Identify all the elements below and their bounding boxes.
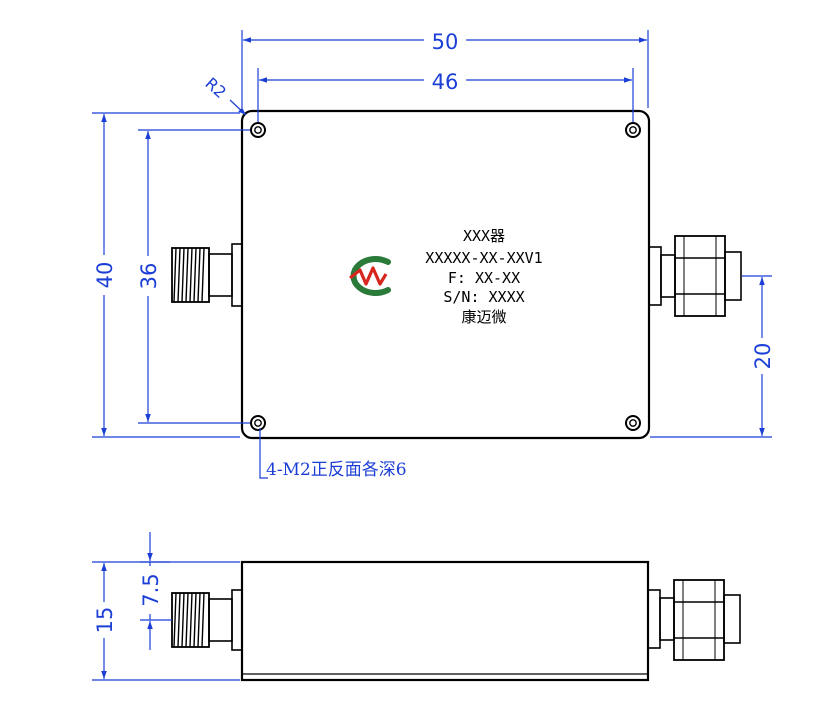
thread-line <box>197 592 201 648</box>
corner-radius-leader <box>229 99 247 116</box>
dim-20: 20 <box>751 343 775 370</box>
product-label: XXX器 XXXXX-XX-XXV1 F: XX-XX S/N: XXXX 康迈… <box>425 227 542 326</box>
label-line-4: S/N: XXXX <box>443 288 524 306</box>
thread-line <box>181 592 185 648</box>
dim-46: 46 <box>432 70 459 94</box>
right-connector-side <box>647 579 741 661</box>
right-connector-male <box>648 235 742 317</box>
side-view: 15 7.5 <box>92 532 741 682</box>
hole-note: 4-M2正反面各深6 <box>266 460 407 480</box>
thread-line <box>201 247 205 303</box>
mounting-hole <box>625 122 641 138</box>
left-connector-female <box>171 243 243 307</box>
hole-note-leader <box>259 428 268 479</box>
housing-side-outline <box>240 560 650 682</box>
label-line-3: F: XX-XX <box>448 269 520 287</box>
mounting-hole <box>254 419 262 427</box>
mounting-hole <box>250 415 266 431</box>
label-line-2: XXXXX-XX-XXV1 <box>425 249 542 267</box>
label-line-5: 康迈微 <box>461 308 506 326</box>
dim-50: 50 <box>432 30 459 54</box>
dim-7-5: 7.5 <box>139 573 163 606</box>
thread-line <box>173 247 177 303</box>
thread-line <box>189 247 193 303</box>
thread-line <box>181 247 185 303</box>
thread-line <box>177 247 181 303</box>
top-view: XXX器 XXXXX-XX-XXV1 F: XX-XX S/N: XXXX 康迈… <box>92 30 775 480</box>
mounting-hole <box>629 419 637 427</box>
thread-line <box>173 592 177 648</box>
left-connector-side <box>171 589 243 651</box>
mounting-hole <box>250 122 266 138</box>
dim-36: 36 <box>137 263 161 290</box>
housing-outline <box>240 109 651 440</box>
thread-line <box>193 247 197 303</box>
mounting-hole <box>629 126 637 134</box>
mounting-hole <box>625 415 641 431</box>
mounting-holes <box>250 122 641 431</box>
thread-line <box>197 247 201 303</box>
dim-r2: R2 <box>201 74 230 102</box>
company-logo <box>349 256 391 296</box>
thread-line <box>193 592 197 648</box>
thread-line <box>185 592 189 648</box>
dim-15: 15 <box>93 607 117 634</box>
dim-40: 40 <box>93 262 117 289</box>
thread-line <box>177 592 181 648</box>
thread-line <box>189 592 193 648</box>
thread-line <box>185 247 189 303</box>
thread-line <box>201 592 205 648</box>
mounting-hole <box>254 126 262 134</box>
label-line-1: XXX器 <box>463 227 505 245</box>
